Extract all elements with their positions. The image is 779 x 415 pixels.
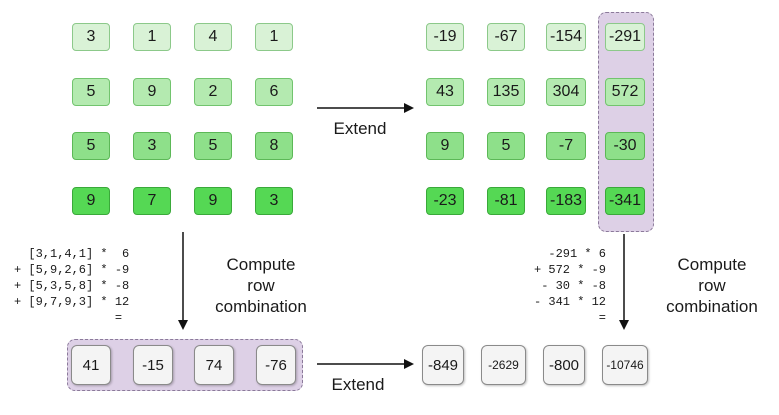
left-matrix-cell: 9 bbox=[72, 187, 110, 215]
left-matrix-cell: 5 bbox=[72, 78, 110, 106]
left-result-cell: 74 bbox=[194, 345, 234, 385]
left-matrix-cell: 3 bbox=[133, 132, 171, 160]
left-matrix-cell: 6 bbox=[255, 78, 293, 106]
left-matrix-cell: 9 bbox=[194, 187, 232, 215]
right-result-cell: -10746 bbox=[602, 345, 648, 385]
right-matrix-cell: -81 bbox=[487, 187, 525, 215]
right-matrix-cell: 304 bbox=[546, 78, 586, 106]
left-matrix-cell: 1 bbox=[255, 23, 293, 51]
right-matrix-cell: 135 bbox=[487, 78, 525, 106]
left-result-cell: -76 bbox=[256, 345, 296, 385]
left-matrix-cell: 5 bbox=[194, 132, 232, 160]
right-matrix-cell: -67 bbox=[487, 23, 525, 51]
formula-line: + [5,3,5,8] * -8 bbox=[14, 279, 130, 293]
formula-line: + [9,7,9,3] * 12 bbox=[14, 295, 130, 309]
extend-label-top: Extend bbox=[333, 119, 387, 138]
right-result-cell: -800 bbox=[543, 345, 585, 385]
formula-line: -291 * 6 bbox=[548, 247, 606, 261]
left-result-cell: -15 bbox=[133, 345, 173, 385]
left-matrix-cell: 9 bbox=[133, 78, 171, 106]
extend-label-bottom: Extend bbox=[331, 375, 385, 394]
right-matrix-cell: 43 bbox=[426, 78, 464, 106]
right-matrix-cell: -30 bbox=[605, 132, 645, 160]
right-matrix-cell: 9 bbox=[426, 132, 464, 160]
formula-line: = bbox=[14, 311, 123, 325]
left-matrix-cell: 3 bbox=[72, 23, 110, 51]
right-matrix-cell: -341 bbox=[605, 187, 645, 215]
formula-line: = bbox=[598, 311, 606, 325]
right-matrix-cell: 572 bbox=[605, 78, 645, 106]
right-matrix-cell: -19 bbox=[426, 23, 464, 51]
formula-line: [3,1,4,1] * 6 bbox=[14, 247, 130, 261]
right-matrix-cell: -23 bbox=[426, 187, 464, 215]
formula-line: + [5,9,2,6] * -9 bbox=[14, 263, 130, 277]
right-matrix-cell: -154 bbox=[546, 23, 586, 51]
left-matrix-cell: 8 bbox=[255, 132, 293, 160]
right-matrix-cell: -291 bbox=[605, 23, 645, 51]
right-matrix-cell: -7 bbox=[546, 132, 586, 160]
right-result-cell: -2629 bbox=[481, 345, 526, 385]
left-matrix-cell: 5 bbox=[72, 132, 110, 160]
formula-line: - 341 * 12 bbox=[533, 295, 606, 309]
right-matrix-cell: 5 bbox=[487, 132, 525, 160]
formula-line: - 30 * -8 bbox=[541, 279, 606, 293]
left-result-cell: 41 bbox=[71, 345, 111, 385]
formula-line: + 572 * -9 bbox=[533, 263, 606, 277]
right-result-cell: -849 bbox=[422, 345, 464, 385]
left-matrix-cell: 2 bbox=[194, 78, 232, 106]
left-matrix-cell: 7 bbox=[133, 187, 171, 215]
left-matrix-cell: 3 bbox=[255, 187, 293, 215]
left-matrix-cell: 1 bbox=[133, 23, 171, 51]
left-matrix-cell: 4 bbox=[194, 23, 232, 51]
right-matrix-cell: -183 bbox=[546, 187, 586, 215]
